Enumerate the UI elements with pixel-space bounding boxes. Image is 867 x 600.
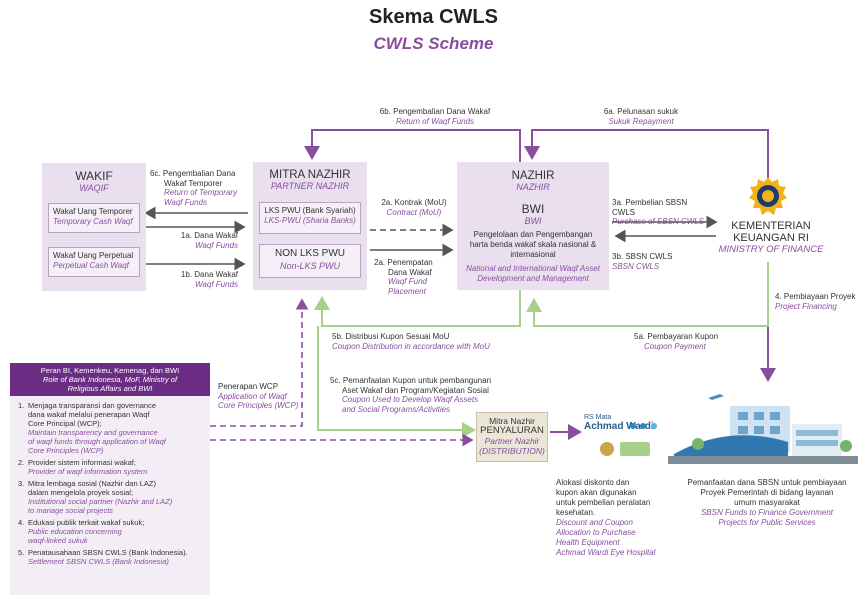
label-1b: 1b. Dana Wakaf Waqf Funds (180, 270, 238, 289)
public-building-illustration (668, 384, 858, 468)
label-wcp: Penerapan WCP Application of Waqf Core P… (218, 382, 299, 410)
arrow-5c (317, 326, 476, 438)
discount-note: Alokasi diskonto dan kupon akan digunaka… (556, 478, 656, 557)
bi-role-item: 5. Penatausahaan SBSN CWLS (Bank Indones… (18, 548, 188, 566)
nazhir-desc-en: National and International Waqf Asset De… (466, 264, 600, 283)
mitra-non-lks-pwu: NON LKS PWU Non-LKS PWU (259, 244, 361, 278)
page-subtitle: CWLS Scheme (373, 34, 494, 53)
label-3b: 3b. SBSN CWLS SBSN CWLS (612, 252, 673, 271)
label-6c: 6c. Pengembalian Dana Wakaf Temporer Ret… (150, 169, 238, 207)
label-6a: 6a. Pelunasan sukuk Sukuk Repayment (603, 107, 679, 126)
label-3a: 3a. Pembelian SBSN CWLS Purchase of SBSN… (612, 198, 705, 226)
penyaluran-box: Mitra Nazhir PENYALURAN Partner Nazhir (… (476, 412, 548, 462)
label-5c: 5c. Pemanfaatan Kupon untuk pembangunan … (330, 376, 492, 414)
bwi-title: BWI (521, 202, 545, 216)
nazhir-title-en: NAZHIR (516, 182, 550, 192)
hospital-dots-icon (630, 416, 657, 434)
arrow-6a (524, 129, 769, 190)
kemenkeu-logo-icon (748, 176, 788, 216)
bi-role-item: 4. Edukasi publik terkait wakaf sukuk; P… (18, 518, 145, 545)
bi-role-header: Peran BI, Kemenkeu, Kemenag, dan BWI Rol… (10, 363, 210, 396)
kemenkeu-label: KEMENTERIAN KEUANGAN RI MINISTRY OF FINA… (718, 220, 824, 255)
arrow-6b (304, 129, 521, 162)
bi-role-item: 3. Mitra lembaga sosial (Nazhir dan LAZ)… (18, 479, 173, 515)
bi-role-panel: Peran BI, Kemenkeu, Kemenag, dan BWI Rol… (10, 363, 210, 595)
label-6b: 6b. Pengembalian Dana Wakaf Return of Wa… (379, 107, 491, 126)
sbsn-use-note: Pemanfaatan dana SBSN untuk pembiayaan P… (687, 478, 847, 527)
hospital-logo: RS Mata Achmad Wardi (584, 414, 664, 456)
label-2a-placement: 2a. Penempatan Dana Wakaf Waqf Fund Plac… (374, 258, 433, 296)
bi-role-item: 2. Provider sistem informasi wakaf; Prov… (18, 458, 148, 476)
bi-role-list: 1. Menjaga transparansi dan governance d… (10, 396, 210, 566)
mitra-title: MITRA NAZHIR (269, 169, 351, 181)
wakif-temporary: Wakaf Uang Temporer Temporary Cash Waqf (48, 203, 140, 233)
wakif-title: WAKIF (75, 169, 113, 183)
arrow-wcp (210, 298, 309, 427)
hospital-badge-icon (620, 442, 650, 456)
arrow-5b (314, 290, 521, 327)
label-1a: 1a. Dana Wakaf Waqf Funds (180, 231, 238, 250)
label-2a-contract: 2a. Kontrak (MoU) Contract (MoU) (381, 198, 447, 217)
arrow-5a (526, 262, 769, 327)
label-5a: 5a. Pembayaran Kupon Coupon Payment (634, 332, 719, 351)
mitra-nazhir-box: MITRA NAZHIR PARTNER NAZHIR LKS PWU (Ban… (253, 162, 367, 290)
nazhir-desc: Pengelolaan dan Pengembangan harta benda… (469, 230, 597, 259)
hospital-emblem-icon (600, 442, 614, 456)
bwi-title-en: BWI (524, 216, 542, 226)
wakif-title-en: WAQIF (79, 183, 109, 193)
bi-role-item: 1. Menjaga transparansi dan governance d… (18, 401, 166, 455)
nazhir-bwi-box: NAZHIR NAZHIR BWI BWI Pengelolaan dan Pe… (457, 162, 609, 290)
mitra-title-en: PARTNER NAZHIR (270, 181, 350, 191)
wakif-box: WAKIF WAQIF Wakaf Uang Temporer Temporar… (42, 163, 146, 291)
mitra-lks-pwu: LKS PWU (Bank Syariah) LKS-PWU (Sharia B… (259, 202, 361, 234)
nazhir-title: NAZHIR (511, 170, 555, 182)
wakif-perpetual: Wakaf Uang Perpetual Perpetual Cash Waqf (48, 247, 140, 277)
page-title: Skema CWLS (369, 6, 498, 28)
label-5b: 5b. Distribusi Kupon Sesuai MoU Coupon D… (332, 332, 490, 351)
label-4: 4. Pembiayaan Proyek Project Financing (775, 292, 856, 311)
